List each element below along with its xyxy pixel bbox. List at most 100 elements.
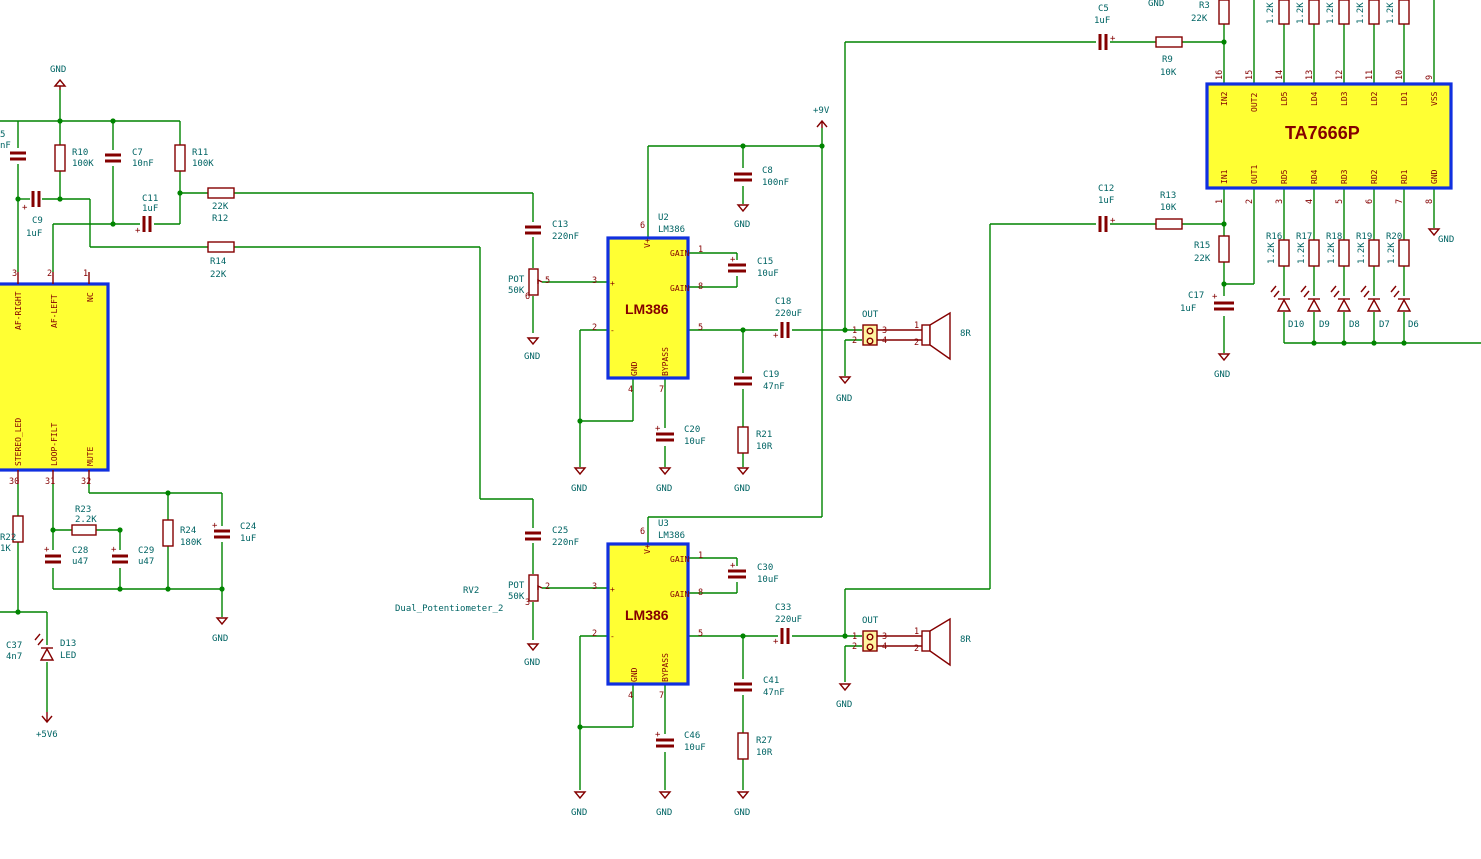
schematic-label: OUT — [862, 310, 879, 320]
schematic-label: 16 — [1215, 70, 1225, 80]
schematic-label: V+ — [643, 238, 652, 248]
schematic-label: 10nF — [132, 159, 154, 169]
schematic-label: 10uF — [757, 575, 779, 585]
schematic-label: GND — [734, 808, 750, 818]
gnd-symbol: GND — [1214, 353, 1231, 380]
schematic-label: 3 — [525, 598, 530, 608]
amp-u3: C25 220nF RV2 Dual_Potentiometer_2 POT 5… — [395, 519, 971, 760]
schematic-label: 1.2K — [1297, 242, 1307, 264]
schematic-label: BYPASS — [661, 653, 670, 682]
power-symbols: GND GND +9V +5V6 GND GND GND GND GND GND… — [36, 0, 1454, 818]
schematic-label: C13 — [552, 220, 568, 230]
schematic-label: 10 — [1395, 70, 1405, 80]
schematic-label: C9 — [32, 216, 43, 226]
gnd-symbol: GND — [734, 467, 750, 494]
schematic-label: 8R — [960, 329, 971, 339]
schematic-label: 5 — [698, 323, 703, 333]
schematic-label: V+ — [643, 544, 652, 554]
v56-label: +5V6 — [36, 730, 58, 740]
schematic-label: R17 — [1296, 232, 1312, 242]
schematic-label: RD4 — [1310, 169, 1319, 184]
schematic-label: 1uF — [142, 204, 158, 214]
schematic-label: IN2 — [1220, 91, 1229, 106]
schematic-label: 1.2K — [1387, 242, 1397, 264]
schematic-label: + — [655, 424, 661, 434]
schematic-label: u47 — [138, 557, 154, 567]
schematic-label: + — [135, 226, 141, 236]
schematic-label: 12 — [1335, 70, 1345, 80]
schematic-label: 2 — [545, 582, 550, 592]
left-passives: 5 nF R10 100K C7 10nF R11 100K + C9 1uF … — [0, 130, 256, 662]
schematic-label: 3 — [592, 276, 597, 286]
schematic-label: 22K — [212, 202, 229, 212]
schematic-label: C11 — [142, 194, 158, 204]
schematic-label: 1 — [852, 326, 857, 336]
schematic-label: + — [1110, 34, 1116, 44]
schematic-label: 1.2K — [1267, 242, 1277, 264]
schematic-label: 3 — [882, 326, 887, 336]
schematic-label: GND — [734, 484, 750, 494]
schematic-label: 2 — [592, 323, 597, 333]
schematic-label: + — [111, 545, 117, 555]
schematic-label: GND — [212, 634, 228, 644]
schematic-label: + — [773, 331, 779, 341]
schematic-label: + — [610, 279, 615, 288]
schematic-label: 10uF — [684, 437, 706, 447]
schematic-label: - — [610, 632, 615, 641]
schematic-label: 6 — [640, 527, 645, 537]
schematic-label: LD1 — [1400, 91, 1409, 106]
gnd-symbol: GND — [571, 467, 587, 494]
gnd-symbol: GND — [524, 643, 540, 668]
schematic-label: D13 — [60, 639, 76, 649]
schematic-label: 2.2K — [75, 515, 97, 525]
schematic-label: C41 — [763, 676, 779, 686]
ta7666p-section: + C5 1uF R9 10K R3 22K 1.2K 1.2K 1.2K 1.… — [1094, 0, 1453, 330]
schematic-label: 13 — [1305, 70, 1315, 80]
schematic-label: GND — [571, 484, 587, 494]
schematic-label: 32 — [81, 477, 91, 487]
schematic-label: + — [610, 585, 615, 594]
schematic-label: 1 — [698, 245, 703, 255]
schematic-label: + — [655, 730, 661, 740]
schematic-label: LM386 — [658, 531, 685, 541]
schematic-label: R10 — [72, 148, 88, 158]
led-d6 — [1390, 285, 1412, 312]
schematic-label: nF — [0, 141, 11, 151]
schematic-label: D8 — [1349, 320, 1360, 330]
schematic-label: D10 — [1288, 320, 1304, 330]
gnd-symbol: GND — [524, 337, 540, 362]
schematic-label: 1.2K — [1296, 2, 1306, 24]
schematic-label: MUTE — [86, 447, 95, 466]
schematic-label: RD5 — [1280, 169, 1289, 184]
junctions — [15, 39, 1407, 730]
schematic-label: 10R — [756, 748, 773, 758]
schematic-label: 10uF — [757, 269, 779, 279]
schematic-label: OUT — [862, 616, 879, 626]
schematic-label: GND — [1438, 235, 1454, 245]
schematic-label: BYPASS — [661, 347, 670, 376]
schematic-label: R24 — [180, 526, 196, 536]
schematic-label: 10uF — [684, 743, 706, 753]
schematic-label: 1.2K — [1386, 2, 1396, 24]
schematic-label: AF-RIGHT — [14, 291, 23, 330]
schematic-label: 4 — [1305, 199, 1315, 204]
schematic-label: 4 — [628, 385, 633, 395]
schematic-label: 2 — [914, 338, 919, 348]
schematic-label: GND — [836, 394, 852, 404]
schematic-label: - — [610, 326, 615, 335]
schematic-label: 2 — [1245, 199, 1255, 204]
schematic-label: 22K — [1194, 254, 1211, 264]
schematic-label: RV2 — [463, 586, 479, 596]
schematic-label: 3 — [1275, 199, 1285, 204]
schematic-label: 8 — [698, 282, 703, 292]
gnd-symbol: GND — [836, 683, 852, 710]
schematic-label: 50K — [508, 286, 525, 296]
gnd-symbol: GND — [1427, 228, 1454, 245]
led-d9 — [1300, 285, 1322, 312]
schematic-label: 30 — [9, 477, 19, 487]
schematic-label: 7 — [1395, 199, 1405, 204]
gnd-symbol: GND — [656, 467, 672, 494]
schematic-label: 47nF — [763, 382, 785, 392]
schematic-label: 2 — [914, 644, 919, 654]
schematic-label: LD2 — [1370, 91, 1379, 106]
